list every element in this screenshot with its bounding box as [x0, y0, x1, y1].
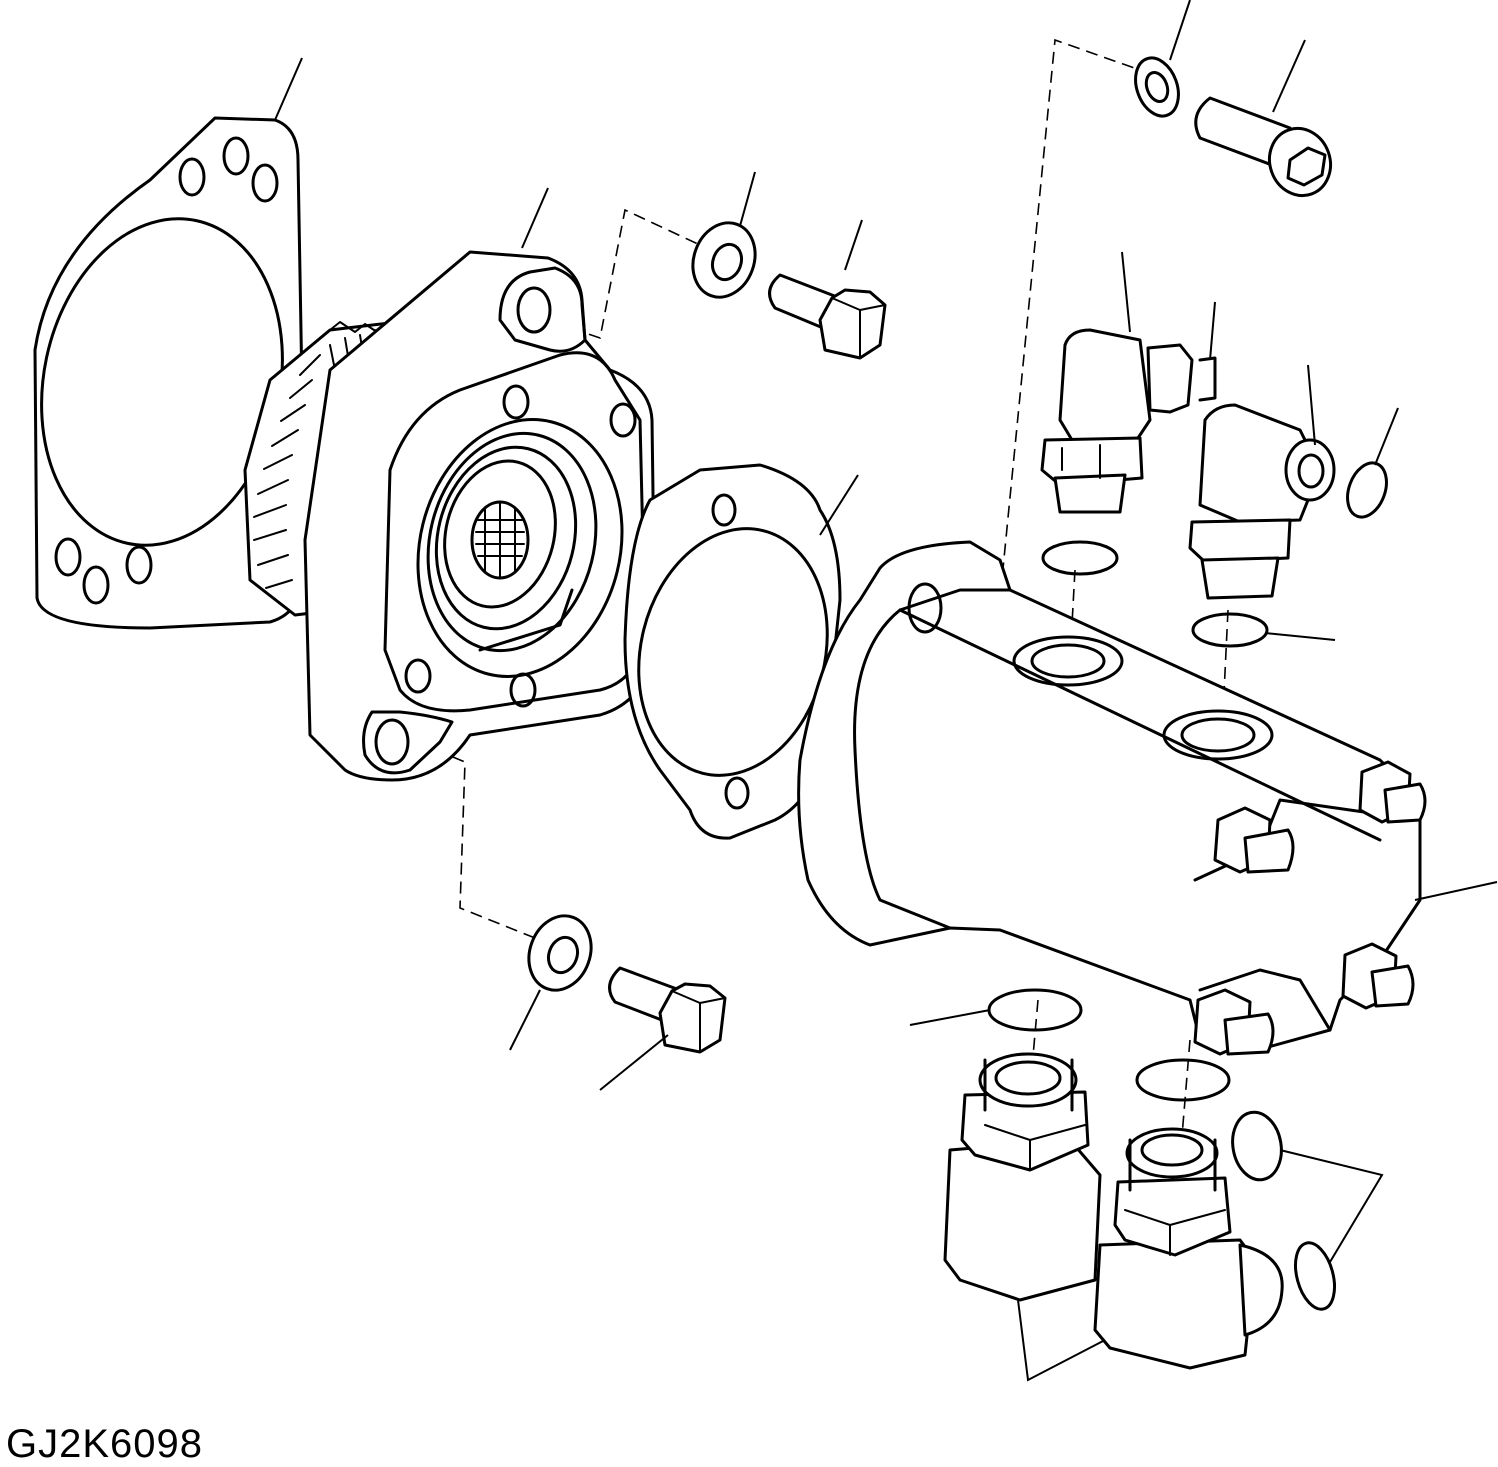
- valve-block: [797, 540, 1427, 1056]
- rear-gasket: [33, 116, 307, 630]
- o-rings-top: [1041, 540, 1269, 648]
- elbow-fitting-lower-right: [1093, 1127, 1284, 1370]
- flange-bolt-bottom: [527, 914, 727, 1054]
- flange-bolt-top: [691, 221, 887, 360]
- elbow-fitting-upper-right: [1188, 403, 1388, 600]
- front-gasket: [623, 463, 842, 840]
- socket-head-bolt: [1134, 56, 1332, 198]
- drawing-code-label: GJ2K6098: [6, 1422, 204, 1466]
- elbow-fitting-lower-left: [943, 1052, 1102, 1302]
- callout-leader-lines: [274, 0, 1498, 1382]
- elbow-fitting-upper-left: [1040, 328, 1217, 514]
